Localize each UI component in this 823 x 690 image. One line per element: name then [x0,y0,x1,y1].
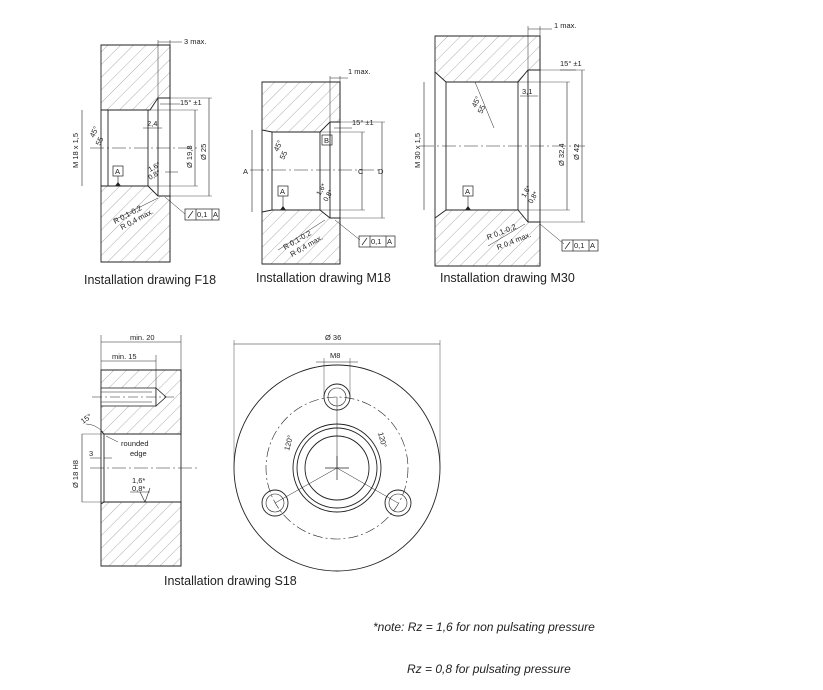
s18-d3: 3 [89,449,93,458]
m18-angle45: 45° [272,139,285,153]
s18-min20: min. 20 [130,333,155,342]
s18-rounded-2: edge [130,449,147,458]
s18-bolt-hole-right [384,489,412,517]
s18-rounded-1: rounded [121,439,149,448]
s18-rz2: 0,8* [132,484,145,493]
s18-angle15: 15° [79,412,93,426]
s18-m8: M8 [330,351,340,360]
drawing-f18 [81,40,220,263]
m30-tol-ref: A [590,241,595,250]
caption-m30: Installation drawing M30 [440,271,575,285]
f18-thread: M 18 x 1,5 [71,133,80,168]
f18-datum: A [115,167,120,176]
caption-m18: Installation drawing M18 [256,271,391,285]
m30-dia324: Ø 32,4 [557,143,566,166]
drawing-m30 [420,26,599,267]
caption-s18: Installation drawing S18 [164,574,297,588]
f18-dia198: Ø 19,8 [185,145,194,168]
s18-angle120-right: 120° [376,431,389,448]
m30-max1: 1 max. [554,21,577,30]
rz-note-line-2: Rz = 0,8 for pulsating pressure [407,662,571,676]
m30-top-block [434,35,541,83]
s18-min15: min. 15 [112,352,137,361]
rz-note-line-1: *note: Rz = 1,6 for non pulsating pressu… [373,620,595,634]
m18-tol-ref: A [387,237,392,246]
m18-max1: 1 max. [348,67,371,76]
m30-thread: M 30 x 1,5 [413,133,422,168]
m18-top-block [261,81,341,133]
m30-angle15: 15° ±1 [560,59,582,68]
m30-tol: 0,1 [574,241,584,250]
m30-angle45: 45° [470,95,483,109]
m18-angle15: 15° ±1 [352,118,374,127]
f18-d24: 2,4 [147,119,157,128]
s18-rz1: 1,6* [132,476,145,485]
m30-d31: 3,1 [522,87,532,96]
drawing-s18-side [81,335,200,567]
m18-label-b: B [324,136,329,145]
m30-len55: 55 [476,103,488,114]
f18-tol: 0,1 [197,210,207,219]
s18-bolt-hole-left [261,489,289,517]
technical-drawing: 3 max. 15° ±1 M 18 x 1,5 45° 55 2,4 Ø 19… [71,21,599,588]
s18-bolt-circle [265,396,409,540]
s18-dia36: Ø 36 [325,333,341,342]
f18-dia25: Ø 25 [199,144,208,160]
m30-dia42: Ø 42 [572,144,581,160]
f18-angle15: 15° ±1 [180,98,202,107]
m18-datum: A [280,187,285,196]
f18-top-block [100,44,171,111]
f18-max3: 3 max. [184,37,207,46]
drawing-sheet: 3 max. 15° ±1 M 18 x 1,5 45° 55 2,4 Ø 19… [71,21,599,676]
m30-datum: A [465,187,470,196]
s18-dia18: Ø 18 H8 [71,460,80,488]
f18-tol-ref: A [213,210,218,219]
rz-note: *note: Rz = 1,6 for non pulsating pressu… [373,592,595,690]
drawing-m18 [250,76,396,265]
s18-angle120-left: 120° [282,434,295,451]
m18-tol: 0,1 [371,237,381,246]
m18-len55: 55 [278,149,290,160]
m18-label-d: D [378,167,384,176]
caption-f18: Installation drawing F18 [84,273,216,287]
s18-bottom-block [100,501,182,567]
f18-len55: 55 [94,135,106,146]
m18-label-c: C [358,167,364,176]
drawing-s18-front [233,340,441,572]
f18-angle45: 45° [88,125,101,139]
m18-label-a: A [243,167,248,176]
